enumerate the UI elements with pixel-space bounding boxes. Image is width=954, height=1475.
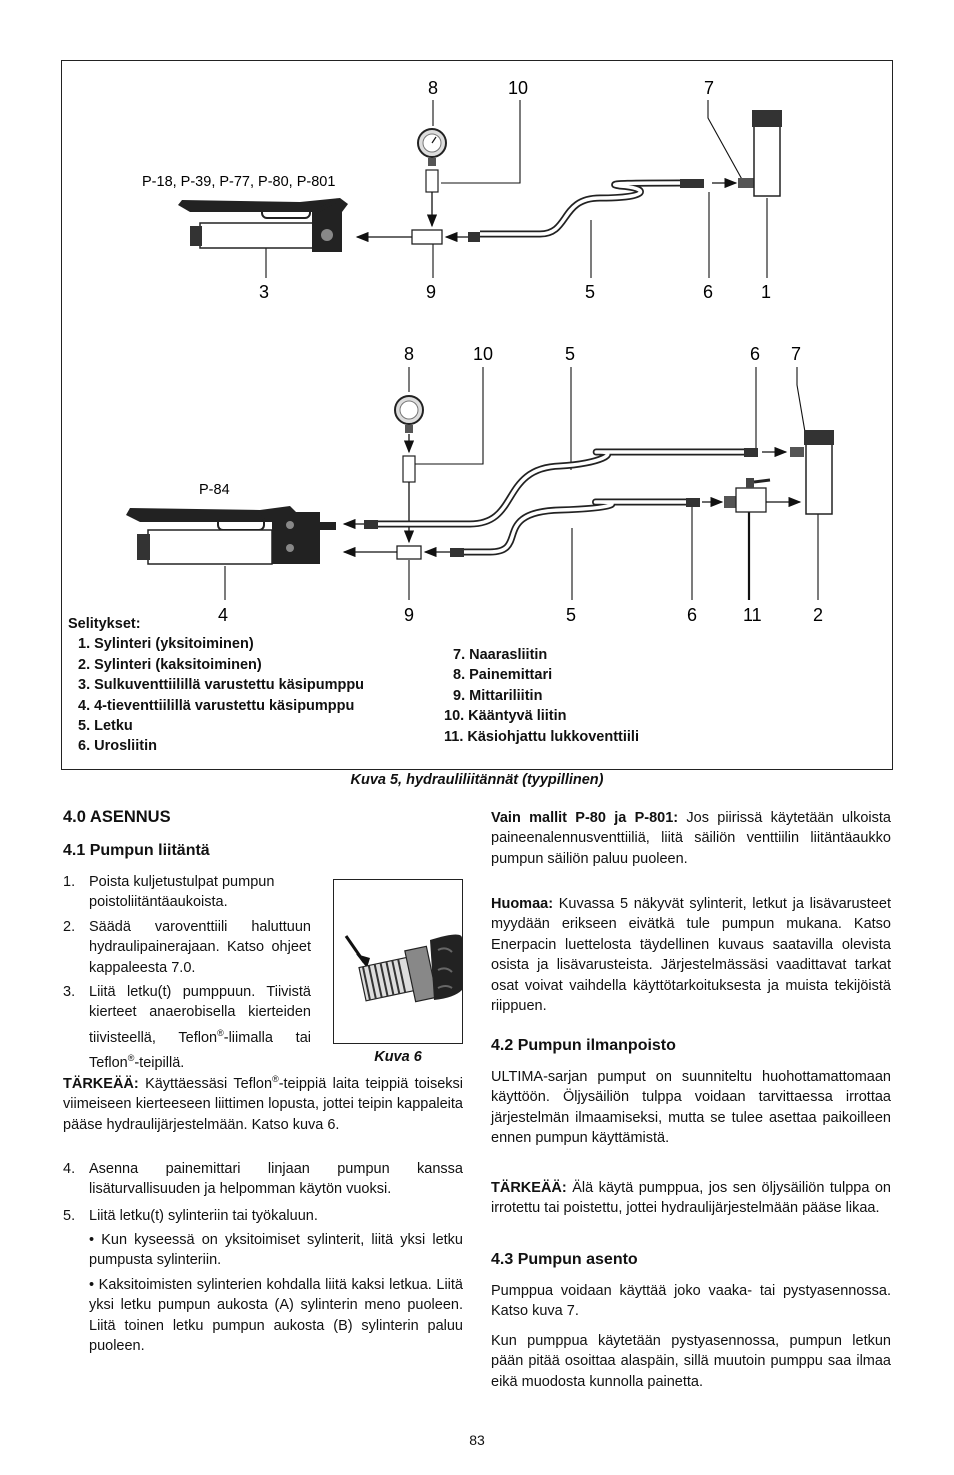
legend-item: 4. 4-tieventtiilillä varustettu käsipump… — [78, 697, 355, 714]
legend-item: 5. Letku — [78, 718, 133, 735]
legend-item: 3. Sulkuventtiilillä varustettu käsipump… — [78, 677, 365, 694]
legend-item: 1. Sylinteri (yksitoiminen) — [78, 636, 254, 653]
fitting-thread-illustration — [344, 934, 462, 1003]
step-2: 2. Säädä varoventtiili haluttuun hydraul… — [63, 917, 311, 978]
bottom-hand-pump — [126, 506, 336, 565]
bullet-double-acting: • Kaksitoimisten sylinterien kohdalla li… — [89, 1277, 463, 1355]
top-callout-8: 8 — [428, 78, 438, 98]
legend-item: 8. Painemittari — [453, 667, 553, 684]
lock-valve — [724, 478, 771, 513]
legend-item: 6. Urosliitin — [78, 738, 157, 755]
legend-item: 2. Sylinteri (kaksitoiminen) — [78, 656, 262, 673]
step-number: 3. — [63, 984, 76, 1000]
top-callout-9: 9 — [426, 282, 436, 302]
step-text: Säädä varoventtiili haluttuun hydraulipa… — [89, 919, 311, 976]
bottom-callout-6b: 6 — [687, 605, 697, 625]
step-text: Asenna painemittari linjaan pumpun kanss… — [89, 1161, 463, 1198]
top-callout-5: 5 — [585, 282, 595, 302]
bottom-callout-8: 8 — [404, 344, 414, 364]
models-note: Vain mallit P-80 ja P-801: Jos piirissä … — [491, 810, 891, 867]
legend-title: Selitykset: — [68, 616, 141, 632]
legend-item: 7. Naarasliitin — [453, 647, 548, 663]
paragraph-ilmanpoisto: ULTIMA-sarjan pumput on suunniteltu huoh… — [491, 1069, 891, 1147]
step-4: 4. Asenna painemittari linjaan pumpun ka… — [63, 1159, 463, 1200]
important-tulppa: TÄRKEÄÄ: Älä käytä pumppua, jos sen öljy… — [491, 1180, 891, 1217]
step-number: 2. — [63, 919, 76, 935]
bottom-callout-4: 4 — [218, 605, 228, 625]
important-teflon: TÄRKEÄÄ: Käyttäessäsi Teflon®-teippiä la… — [63, 1074, 463, 1133]
step-number: 5. — [63, 1208, 76, 1224]
bottom-callout-2: 2 — [813, 605, 823, 625]
legend-item: 10. Kääntyvä liitin — [444, 708, 567, 725]
heading-asennus: 4.0 ASENNUS — [63, 808, 171, 826]
legend-left: Selitykset: 1. Sylinteri (yksitoiminen) … — [68, 614, 364, 757]
bottom-callout-10: 10 — [473, 344, 493, 364]
step-1: 1. Poista kuljetustulpat pumpun poistoli… — [63, 872, 311, 913]
legend-right: 7. Naarasliitin 8. Painemittari 9. Mitta… — [444, 645, 639, 747]
top-callout-6: 6 — [703, 282, 713, 302]
step-3: 3. Liitä letku(t) pumppuun. Tiivistä kie… — [63, 982, 311, 1073]
bottom-gauge-adapter — [396, 545, 422, 560]
step-number: 4. — [63, 1161, 76, 1177]
top-callout-1: 1 — [761, 282, 771, 302]
bottom-callout-9: 9 — [404, 605, 414, 625]
page-number: 83 — [469, 1432, 485, 1448]
heading-asento: 4.3 Pumpun asento — [491, 1251, 638, 1268]
bottom-pressure-gauge — [394, 395, 424, 544]
legend-item: 9. Mittariliitin — [453, 687, 543, 704]
bottom-cylinder — [790, 430, 834, 515]
top-models-label: P-18, P-39, P-77, P-80, P-801 — [142, 174, 335, 190]
top-gauge-adapter — [411, 229, 443, 245]
top-pressure-gauge — [417, 128, 447, 228]
top-callout-10: 10 — [508, 78, 528, 98]
top-callout-7: 7 — [704, 78, 714, 98]
figure-caption: Kuva 5, hydrauliliitännät (tyypillinen) — [350, 772, 604, 788]
top-hose — [480, 179, 681, 238]
bottom-model-label: P-84 — [199, 482, 230, 498]
kuva6-frame — [333, 879, 463, 1044]
bullet-single-acting: • Kun kyseessä on yksitoimiset sylinteri… — [89, 1232, 463, 1269]
step-text: Liitä letku(t) pumppuun. Tiivistä kierte… — [89, 984, 311, 1071]
step-text: Poista kuljetustulpat pumpun poistoliitä… — [89, 874, 275, 911]
top-callout-3: 3 — [259, 282, 269, 302]
top-hand-pump — [178, 198, 348, 252]
huomaa-note: Huomaa: Kuvassa 5 näkyvät sylinterit, le… — [491, 896, 891, 1015]
bottom-callout-7: 7 — [791, 344, 801, 364]
step-5: 5. Liitä letku(t) sylinteriin tai työkal… — [63, 1206, 463, 1226]
legend-item: 11. Käsiohjattu lukkoventtiili — [444, 728, 639, 745]
bottom-callout-5: 5 — [565, 344, 575, 364]
hydraulic-connections-diagram: P-18, P-39, P-77, P-80, P-801 8 10 7 3 9… — [126, 78, 834, 625]
step-text: Liitä letku(t) sylinteriin tai työkaluun… — [89, 1208, 318, 1224]
bottom-callout-6: 6 — [750, 344, 760, 364]
heading-ilmanpoisto: 4.2 Pumpun ilmanpoisto — [491, 1037, 676, 1054]
paragraph-asento-1: Pumppua voidaan käyttää joko vaaka- tai … — [491, 1283, 891, 1320]
kuva6-caption: Kuva 6 — [374, 1049, 422, 1065]
bottom-callout-11: 11 — [743, 605, 762, 625]
paragraph-asento-2: Kun pumppua käytetään pystyasennossa, pu… — [491, 1333, 891, 1390]
figure-frame — [61, 60, 893, 770]
heading-pumpun-liitanta: 4.1 Pumpun liitäntä — [63, 842, 210, 859]
bottom-callout-5b: 5 — [566, 605, 576, 625]
top-cylinder — [738, 110, 782, 197]
step-number: 1. — [63, 874, 76, 890]
